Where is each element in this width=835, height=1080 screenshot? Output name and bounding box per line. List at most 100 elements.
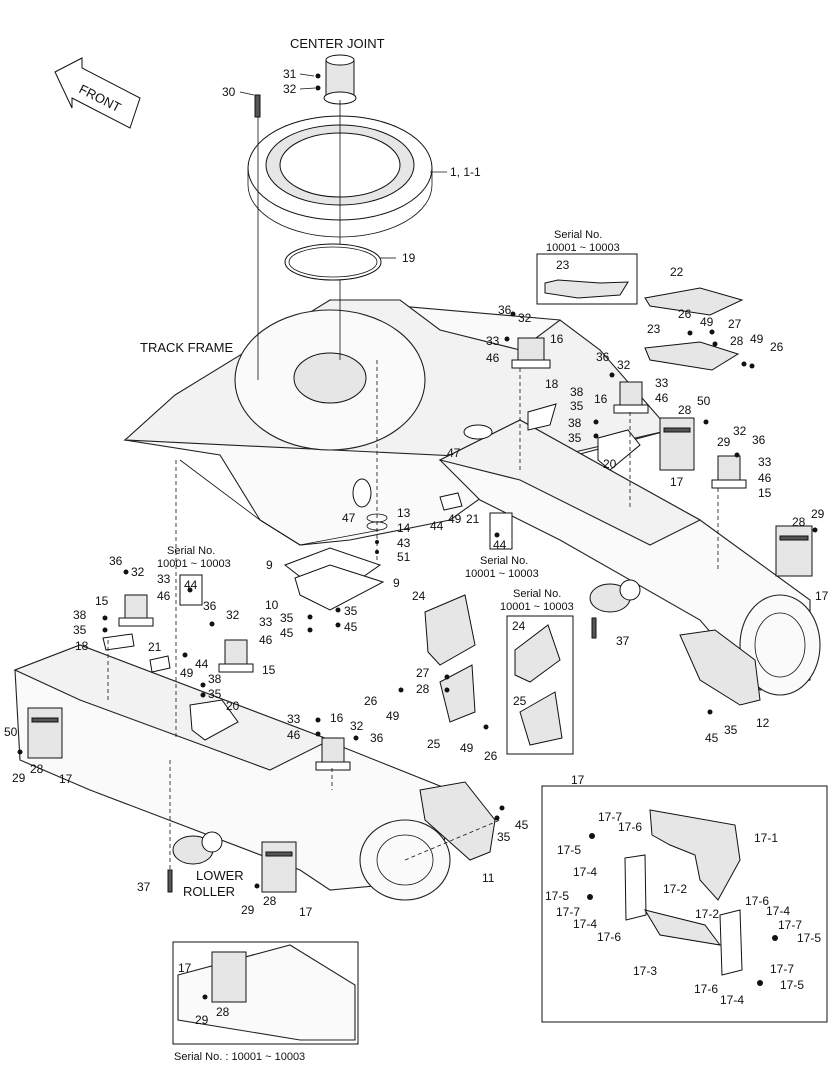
callout: 17 bbox=[670, 475, 684, 489]
callout: 49 bbox=[448, 512, 462, 526]
callout: 21 bbox=[466, 512, 480, 526]
callout: 38 bbox=[73, 608, 87, 622]
callout: 28 bbox=[730, 334, 744, 348]
callout: 17-4 bbox=[766, 904, 790, 918]
serial-note-top-1: Serial No. bbox=[554, 229, 602, 241]
callout: 36 bbox=[596, 350, 610, 364]
callout: 17-2 bbox=[663, 882, 687, 896]
callout: 17-5 bbox=[545, 889, 569, 903]
callout: 29 bbox=[12, 771, 26, 785]
callout: 29 bbox=[195, 1013, 209, 1027]
bolt-30-icon bbox=[254, 94, 261, 118]
callout: 25 bbox=[513, 694, 527, 708]
callout: 33 bbox=[259, 615, 273, 629]
callout: 24 bbox=[512, 619, 526, 633]
callout: 28 bbox=[792, 515, 806, 529]
lower-roller-left bbox=[172, 831, 223, 865]
right-side-frame bbox=[438, 419, 821, 696]
callout: 27 bbox=[416, 666, 430, 680]
guide-17-left bbox=[27, 707, 63, 759]
lower-roller-caption-2: ROLLER bbox=[183, 884, 235, 899]
callout: 35 bbox=[208, 687, 222, 701]
callout: 17-7 bbox=[770, 962, 794, 976]
callout: 17-6 bbox=[694, 982, 718, 996]
callout: 28 bbox=[30, 762, 44, 776]
callout: 17-5 bbox=[797, 931, 821, 945]
guide-17-low bbox=[261, 841, 297, 893]
callout: 17-6 bbox=[618, 820, 642, 834]
callout: 20 bbox=[226, 699, 240, 713]
callout: 17 bbox=[178, 961, 192, 975]
callout: 23 bbox=[556, 258, 570, 272]
callout: 17-5 bbox=[780, 978, 804, 992]
callout: 17 bbox=[815, 589, 829, 603]
callout: 24 bbox=[412, 589, 426, 603]
callout: 47 bbox=[342, 511, 356, 525]
callout: 32 bbox=[617, 358, 631, 372]
serial-note-rightmid-1: Serial No. bbox=[513, 588, 561, 600]
callout: 38 bbox=[568, 416, 582, 430]
callout: 36 bbox=[203, 599, 217, 613]
callout: 17 bbox=[299, 905, 313, 919]
plate-20-top bbox=[597, 429, 641, 471]
guide-17-top bbox=[659, 417, 695, 471]
callout: 37 bbox=[137, 880, 151, 894]
part-47-left bbox=[352, 478, 372, 508]
block-16-mid bbox=[613, 381, 649, 414]
serial-inset-bottom bbox=[172, 941, 359, 1045]
callout: 35 bbox=[724, 723, 738, 737]
callout: 35 bbox=[497, 830, 511, 844]
callout: 13 bbox=[397, 506, 411, 520]
o-ring bbox=[284, 243, 382, 281]
serial-note-mid-1: Serial No. bbox=[480, 555, 528, 567]
serial-note-bottom: Serial No. : 10001 ~ 10003 bbox=[174, 1051, 305, 1063]
callout: 17-2 bbox=[695, 907, 719, 921]
callout: 49 bbox=[386, 709, 400, 723]
callout: 15 bbox=[262, 663, 276, 677]
serial-note-top-2: 10001 ~ 10003 bbox=[546, 242, 620, 254]
callout: 11 bbox=[482, 871, 495, 885]
guide-17-right bbox=[775, 525, 813, 577]
callout: 32 bbox=[283, 82, 297, 96]
callout: 35 bbox=[73, 623, 87, 637]
callout: 32 bbox=[733, 424, 747, 438]
callout: 25 bbox=[427, 737, 441, 751]
callout: 32 bbox=[226, 608, 240, 622]
callout: 9 bbox=[266, 558, 273, 572]
callout: 26 bbox=[770, 340, 784, 354]
callout: 19 bbox=[402, 251, 416, 265]
callout: 29 bbox=[717, 435, 731, 449]
callout: 36 bbox=[109, 554, 123, 568]
callout: 49 bbox=[460, 741, 474, 755]
callout: 17 bbox=[59, 772, 73, 786]
serial-note-mid-2: 10001 ~ 10003 bbox=[465, 568, 539, 580]
cover-23 bbox=[644, 341, 740, 371]
lower-roller-caption-1: LOWER bbox=[196, 868, 244, 883]
cover-11 bbox=[419, 781, 496, 861]
callout: 32 bbox=[350, 719, 364, 733]
callout: 33 bbox=[287, 712, 301, 726]
callout: 49 bbox=[180, 666, 194, 680]
callout: 35 bbox=[344, 604, 358, 618]
callout: 33 bbox=[486, 334, 500, 348]
callout: 17-4 bbox=[573, 865, 597, 879]
callout: 35 bbox=[570, 399, 584, 413]
callout: 17-3 bbox=[633, 964, 657, 978]
plate-20-left bbox=[189, 699, 239, 741]
callout: 49 bbox=[700, 315, 714, 329]
callout: 26 bbox=[364, 694, 378, 708]
callout: 50 bbox=[4, 725, 18, 739]
plate-9-10 bbox=[283, 547, 385, 611]
callout: 37 bbox=[616, 634, 630, 648]
serial-note-rightmid-2: 10001 ~ 10003 bbox=[500, 601, 574, 613]
callout: 14 bbox=[397, 521, 411, 535]
callout: 30 bbox=[222, 85, 236, 99]
callout: 33 bbox=[655, 376, 669, 390]
callout: 17-5 bbox=[557, 843, 581, 857]
callout: 46 bbox=[486, 351, 500, 365]
plate-21-left bbox=[149, 655, 171, 673]
center-joint-caption: CENTER JOINT bbox=[290, 36, 385, 51]
fasteners bbox=[17, 73, 818, 1000]
callout: 43 bbox=[397, 536, 411, 550]
serial-box-24-25 bbox=[506, 615, 574, 755]
